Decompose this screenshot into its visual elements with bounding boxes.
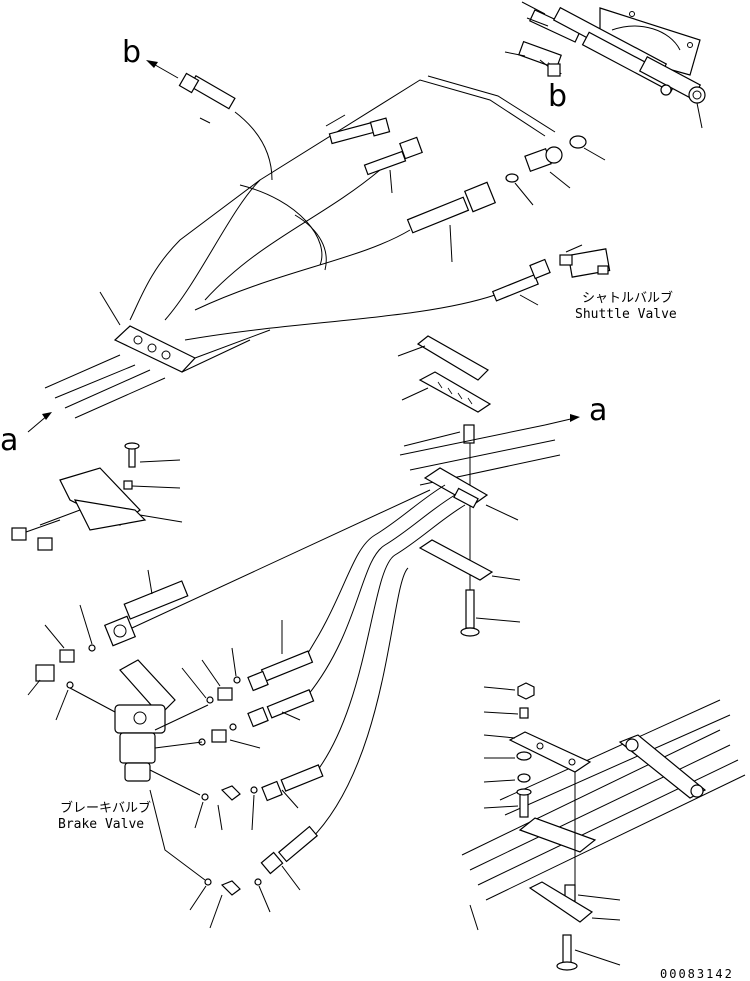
- clamp-block-upper: [44, 291, 271, 419]
- view-label-a-left: a: [0, 423, 18, 458]
- upper-pipes: [129, 72, 611, 341]
- view-label-b-top: b: [122, 35, 141, 70]
- manifold-assembly: [504, 1, 706, 129]
- brake-valve-label-jp: ブレーキバルブ: [60, 800, 151, 816]
- view-label-a-right: a: [589, 393, 607, 428]
- shuttle-valve-label-en: Shuttle Valve: [575, 307, 677, 322]
- brake-pedal-assembly: [11, 442, 183, 551]
- drawing-number: 00083142: [660, 967, 734, 981]
- brake-valve-label-en: Brake Valve: [58, 817, 144, 832]
- clamp-assembly-lower: [461, 682, 746, 971]
- middle-hoses: [27, 484, 466, 929]
- brake-valve: [69, 659, 209, 881]
- view-label-b-right: b: [548, 79, 567, 114]
- brackets-right: [397, 335, 561, 637]
- arrows: [27, 60, 580, 433]
- shuttle-valve-label-jp: シャトルバルブ: [582, 290, 673, 306]
